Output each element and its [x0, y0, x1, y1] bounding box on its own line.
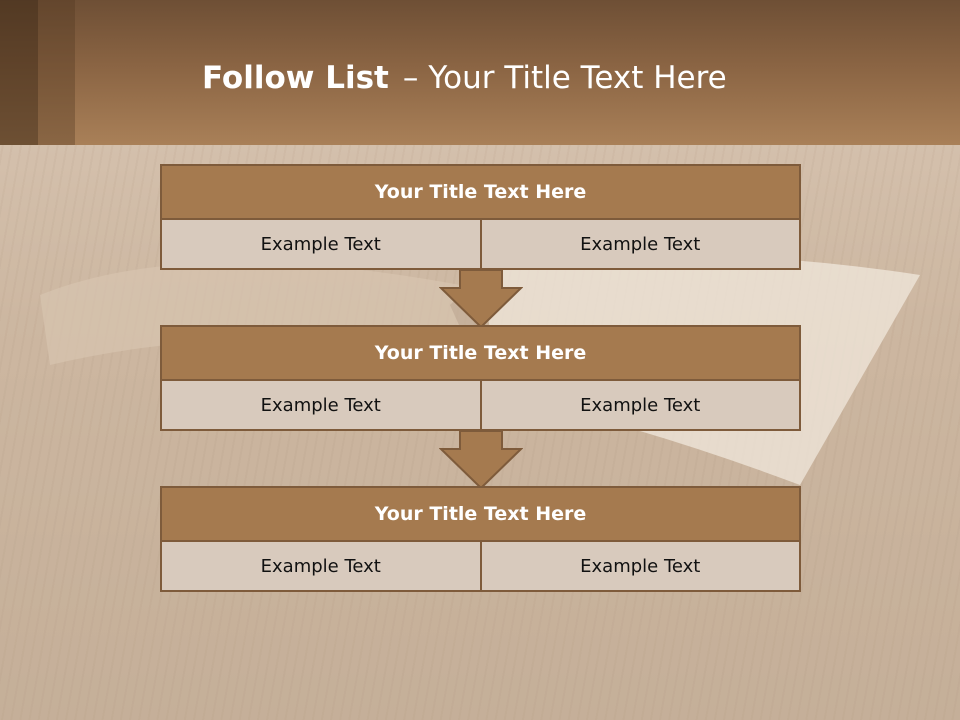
- slide-title-rest: Your Title Text Here: [428, 60, 727, 96]
- list-block-title: Your Title Text Here: [160, 486, 801, 542]
- header-accent-strip: [38, 0, 75, 145]
- list-block-title: Your Title Text Here: [160, 325, 801, 381]
- list-block-cell-left: Example Text: [260, 233, 381, 255]
- list-block-cell-right: Example Text: [479, 542, 800, 590]
- header-accent-strip: [0, 0, 38, 145]
- list-block: Your Title Text Here Example Text Exampl…: [160, 486, 801, 592]
- list-block: Your Title Text Here Example Text Exampl…: [160, 164, 801, 270]
- list-block-row: Example Text Example Text: [160, 381, 801, 431]
- list-block-cell-left: Example Text: [260, 394, 381, 416]
- slide-title-separator: –: [402, 60, 419, 96]
- list-block: Your Title Text Here Example Text Exampl…: [160, 325, 801, 431]
- list-block-row: Example Text Example Text: [160, 220, 801, 270]
- list-block-cell-right: Example Text: [479, 381, 800, 429]
- list-block-title: Your Title Text Here: [160, 164, 801, 220]
- list-block-cell-left: Example Text: [260, 555, 381, 577]
- slide-title: Follow List–Your Title Text Here: [202, 56, 727, 100]
- list-block-cell-right: Example Text: [479, 220, 800, 268]
- header-band: [0, 0, 960, 145]
- list-block-row: Example Text Example Text: [160, 542, 801, 592]
- down-arrow-icon: [439, 270, 523, 328]
- down-arrow-icon: [439, 431, 523, 489]
- slide-title-bold: Follow List: [202, 60, 389, 96]
